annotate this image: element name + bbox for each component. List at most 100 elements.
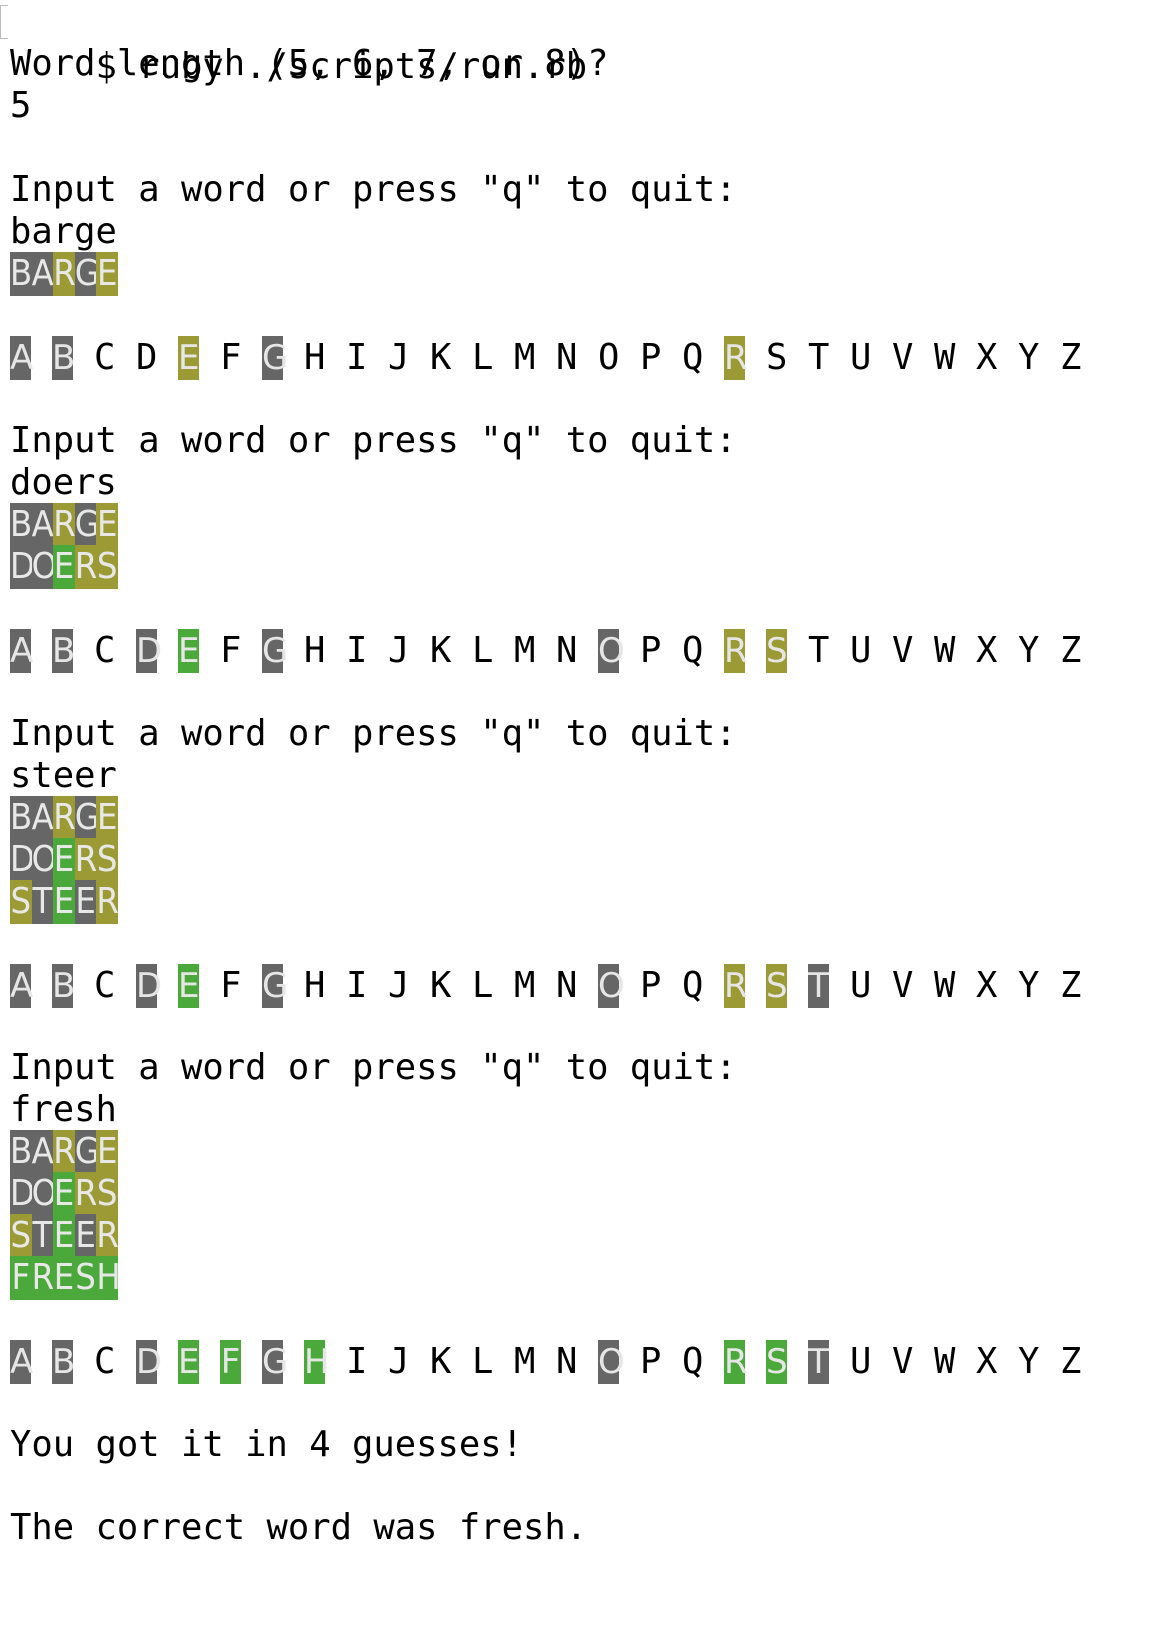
letter-tile-present: S: [96, 1172, 118, 1216]
key-u: U: [850, 337, 872, 378]
key-w: W: [934, 1341, 956, 1382]
letter-tile-present: R: [53, 1130, 76, 1174]
key-p: P: [640, 1341, 662, 1382]
key-m: M: [514, 1341, 536, 1382]
key-f: F: [220, 630, 242, 671]
key-u: U: [850, 630, 872, 671]
key-a: A: [10, 336, 34, 380]
key-x: X: [976, 1341, 998, 1382]
key-p: P: [640, 337, 662, 378]
key-v: V: [892, 1341, 914, 1382]
key-p: P: [640, 965, 662, 1006]
key-v: V: [892, 630, 914, 671]
key-s: S: [766, 1340, 788, 1384]
key-k: K: [430, 965, 452, 1006]
guess-input: doers: [10, 462, 117, 503]
key-w: W: [934, 965, 956, 1006]
letter-tile-present: R: [96, 880, 119, 924]
key-r: R: [724, 336, 748, 380]
key-g: G: [262, 336, 289, 380]
letter-tile-absent: G: [74, 796, 100, 840]
key-h: H: [304, 1340, 330, 1384]
key-n: N: [556, 1341, 578, 1382]
key-k: K: [430, 337, 452, 378]
key-h: H: [304, 630, 326, 671]
letter-tile-absent: G: [74, 503, 100, 547]
letter-tile-correct: R: [31, 1256, 55, 1300]
key-h: H: [304, 965, 326, 1006]
input-prompt: Input a word or press "q" to quit:: [10, 169, 737, 210]
key-s: S: [766, 964, 788, 1008]
key-e: E: [178, 1340, 200, 1384]
guess-input: barge: [10, 211, 117, 252]
key-b: B: [52, 629, 76, 673]
key-j: J: [388, 1341, 410, 1382]
key-q: Q: [682, 630, 704, 671]
key-k: K: [430, 1341, 452, 1382]
letter-tile-absent: G: [74, 1130, 100, 1174]
letter-tile-correct: E: [53, 880, 75, 924]
key-m: M: [514, 337, 536, 378]
key-l: L: [472, 630, 494, 671]
length-prompt: Word length (5, 6, 7, or 8)?: [10, 43, 609, 84]
key-d: D: [136, 337, 158, 378]
command-line: $ ruby ./scripts/run.rb: [0, 1, 587, 87]
key-l: L: [472, 965, 494, 1006]
key-z: Z: [1060, 965, 1082, 1006]
key-c: C: [94, 337, 116, 378]
key-a: A: [10, 629, 34, 673]
key-i: I: [346, 965, 368, 1006]
letter-tile-correct: E: [53, 1214, 75, 1258]
key-i: I: [346, 630, 368, 671]
key-x: X: [976, 630, 998, 671]
letter-tile-present: E: [96, 252, 118, 296]
command-text: $ ruby ./scripts/run.rb: [95, 46, 588, 87]
key-w: W: [934, 630, 956, 671]
key-t: T: [808, 337, 830, 378]
key-w: W: [934, 337, 956, 378]
letter-tile-absent: A: [31, 1130, 54, 1174]
key-v: V: [892, 965, 914, 1006]
letter-tile-absent: B: [10, 503, 33, 547]
guess-input: steer: [10, 755, 117, 796]
key-o: O: [598, 964, 625, 1008]
key-e: E: [178, 336, 200, 380]
key-u: U: [850, 1341, 872, 1382]
key-q: Q: [682, 337, 704, 378]
key-u: U: [850, 965, 872, 1006]
letter-tile-absent: B: [10, 1130, 33, 1174]
length-answer: 5: [10, 85, 32, 126]
key-i: I: [346, 1341, 368, 1382]
key-g: G: [262, 629, 289, 673]
key-l: L: [472, 1341, 494, 1382]
key-r: R: [724, 629, 748, 673]
letter-tile-correct: E: [53, 1172, 75, 1216]
key-z: Z: [1060, 1341, 1082, 1382]
key-c: C: [94, 965, 116, 1006]
key-q: Q: [682, 1341, 704, 1382]
key-q: Q: [682, 965, 704, 1006]
key-y: Y: [1018, 965, 1040, 1006]
letter-tile-correct: F: [10, 1256, 32, 1300]
letter-tile-absent: O: [31, 838, 58, 882]
key-d: D: [136, 964, 163, 1008]
letter-tile-correct: E: [53, 838, 75, 882]
key-c: C: [94, 1341, 116, 1382]
key-v: V: [892, 337, 914, 378]
key-c: C: [94, 630, 116, 671]
key-o: O: [598, 629, 625, 673]
key-l: L: [472, 337, 494, 378]
key-n: N: [556, 337, 578, 378]
letter-tile-present: S: [96, 545, 118, 589]
key-x: X: [976, 337, 998, 378]
key-f: F: [220, 965, 242, 1006]
key-t: T: [808, 1340, 829, 1384]
key-z: Z: [1060, 337, 1082, 378]
letter-tile-present: S: [10, 1214, 32, 1258]
